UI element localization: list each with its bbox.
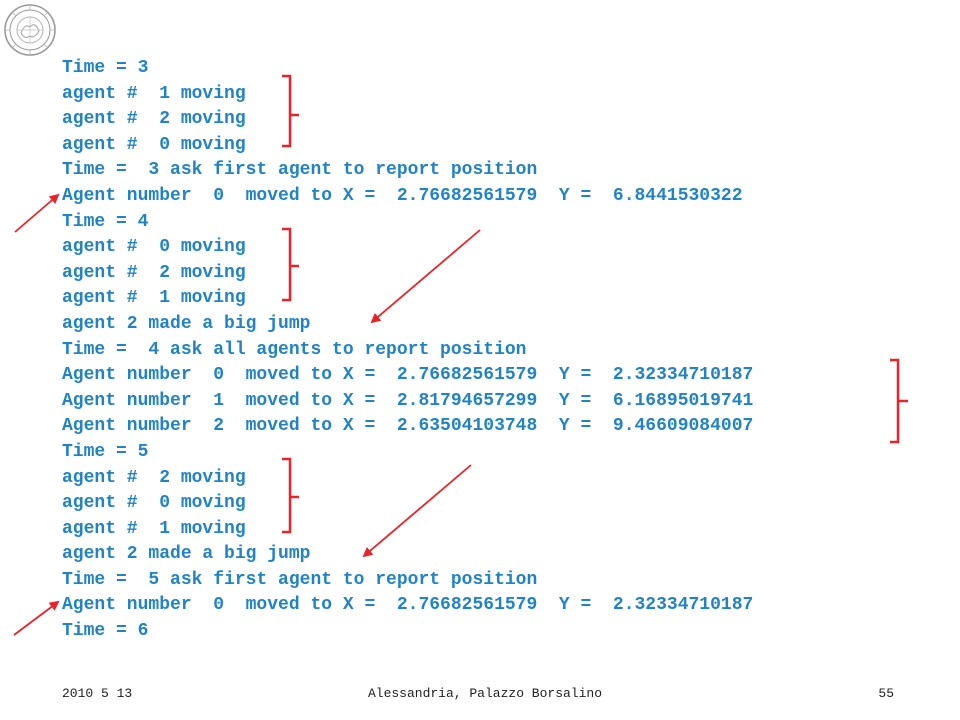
- log-line: Time = 3: [62, 58, 149, 78]
- university-seal-icon: [4, 4, 56, 56]
- log-line: agent # 1 moving: [62, 288, 246, 309]
- footer-place: Alessandria, Palazzo Borsalino: [367, 686, 603, 701]
- log-line: agent # 0 moving: [62, 493, 246, 514]
- log-line: agent 2 made a big jump: [62, 544, 311, 565]
- log-line: Time = 3 ask first agent to report posit…: [62, 160, 538, 181]
- log-line: Time = 5 ask first agent to report posit…: [62, 569, 538, 590]
- log-line: agent # 2 moving: [62, 262, 246, 283]
- log-line: agent # 2 moving: [62, 109, 246, 130]
- log-line: Agent number 0 moved to X = 2.7668256157…: [62, 365, 754, 386]
- log-line: agent # 0 moving: [62, 134, 246, 155]
- log-line: agent # 1 moving: [62, 518, 246, 539]
- log-line: Time = 5: [62, 441, 149, 462]
- footer-page-number: 55: [878, 686, 894, 701]
- log-line: Agent number 1 moved to X = 2.8179465729…: [62, 390, 754, 411]
- console-log: Time = 3 agent # 1 moving agent # 2 moving…: [62, 56, 753, 645]
- log-line: Time = 4 ask all agents to report positi…: [62, 339, 527, 360]
- log-line: agent # 0 moving: [62, 237, 246, 258]
- log-line: agent 2 made a big jump: [62, 313, 311, 334]
- footer-date: 2010 5 13: [62, 686, 133, 701]
- arrow-to-first-report-t5: [13, 600, 60, 636]
- log-line: Agent number 2 moved to X = 2.6350410374…: [62, 416, 754, 437]
- log-line: Time = 6: [62, 621, 149, 642]
- log-line: Agent number 0 moved to X = 2.7668256157…: [62, 185, 743, 206]
- log-line: Agent number 0 moved to X = 2.7668256157…: [62, 595, 754, 616]
- arrow-to-first-report-t3: [14, 193, 60, 233]
- log-line: agent # 1 moving: [62, 83, 246, 104]
- bracket-group-report-all: [890, 358, 908, 444]
- log-line: agent # 2 moving: [62, 467, 246, 488]
- log-line: Time = 4: [62, 211, 149, 232]
